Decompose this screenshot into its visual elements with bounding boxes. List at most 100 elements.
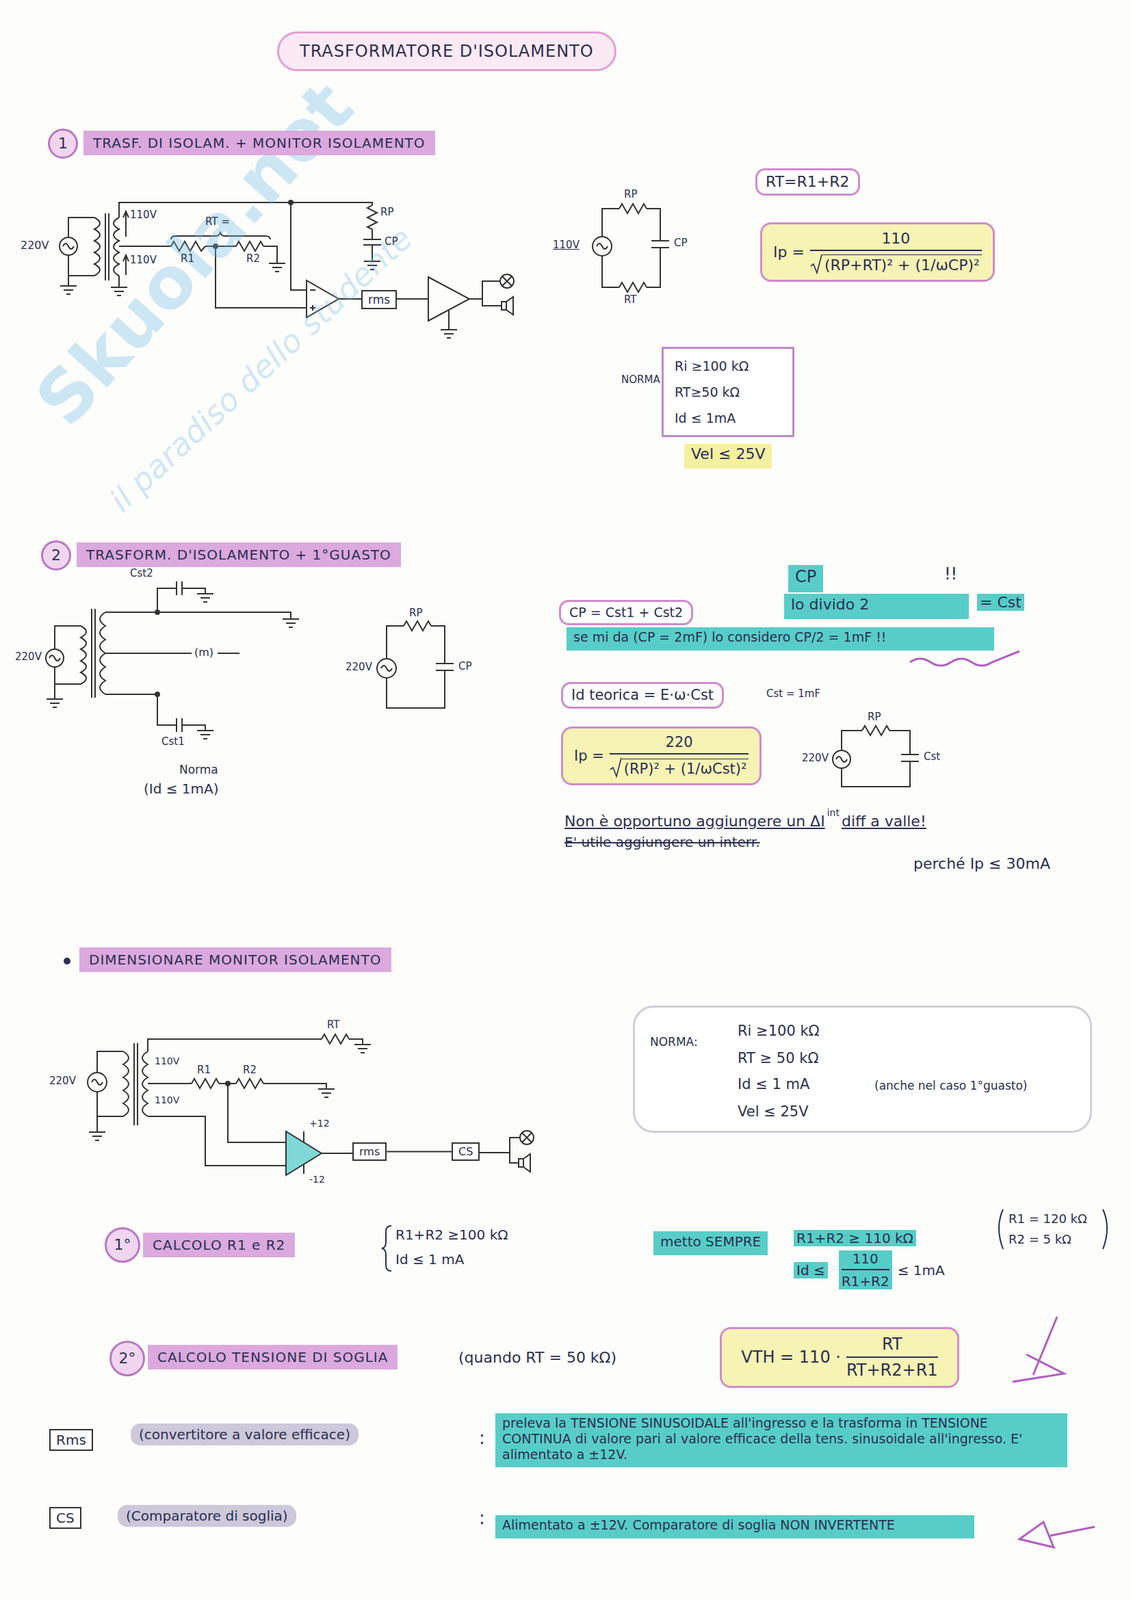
node-text: DIMENSIONARE MONITOR ISOLAMENTO (88, 951, 382, 969)
fraction: 220(RP)² + (1/ωCst)² (609, 734, 750, 778)
circuit-wire (303, 1131, 305, 1175)
equivalent-circuit (386, 626, 404, 659)
node-text: se mi da (CP = 2mF) lo considero CP/2 = … (573, 629, 988, 646)
circuit-wire (134, 1043, 138, 1126)
denominator-text: RT+R2+R1 (846, 1360, 939, 1381)
circuit-wire (62, 243, 74, 250)
circuit-wire (105, 694, 206, 733)
circuit-wire (318, 1089, 335, 1098)
highlight: Alimentato a ±12V. Comparatore di soglia… (495, 1515, 975, 1539)
label: = Cst (977, 593, 1025, 611)
label: R1 = 120 kΩ (1008, 1212, 1088, 1227)
node-text: TRASF. DI ISOLAM. + MONITOR ISOLAMENTO (93, 134, 426, 152)
node-text: (convertitore a valore efficace) (138, 1426, 351, 1443)
label: 110V (130, 254, 157, 267)
node-text: CP = Cst1 + Cst2 (569, 604, 683, 621)
equivalent-circuit (381, 665, 393, 672)
root-sign (810, 253, 823, 275)
section-band: CALCOLO TENSIONE DI SOGLIA (147, 1345, 398, 1370)
label: Norma (179, 763, 219, 778)
formula-box: VTH = 110 ·RTRT+R2+R1 (719, 1327, 960, 1389)
equivalent-circuit (377, 621, 454, 709)
section-band: TRASF. DI ISOLAM. + MONITOR ISOLAMENTO (83, 130, 436, 156)
label: 220V (801, 752, 829, 765)
radicand: (RP)² + (1/ωCst)² (621, 758, 750, 778)
label: CP (384, 236, 399, 248)
formula-text: ≤ 1mA (897, 1262, 945, 1279)
formula-row: Id ≤110R1+R2≤ 1mA (793, 1250, 951, 1290)
equivalent-circuit (836, 756, 848, 763)
bullet-dot (63, 957, 71, 965)
circuit-wire (88, 1132, 106, 1141)
circuit-wire (286, 1131, 322, 1176)
section-band: DIMENSIONARE MONITOR ISOLAMENTO (79, 947, 392, 973)
denominator-text: R1+R2 (841, 1273, 890, 1290)
circuit-wire (268, 263, 286, 272)
equivalent-circuit (841, 730, 863, 751)
label: R1 (197, 1064, 211, 1077)
bullet-dot (63, 957, 71, 965)
formula-text: Id ≤ (793, 1262, 828, 1279)
circuit-wire (123, 211, 129, 237)
norm-text: Id ≤ 1mA (674, 405, 782, 432)
section-number: 1 (47, 128, 78, 159)
label: RP (624, 188, 637, 201)
circuit-wire (91, 608, 96, 698)
node-text: metto SEMPRE (660, 1233, 761, 1251)
circuit-wire (191, 1079, 219, 1089)
circuit-wire (105, 213, 109, 281)
bracket (998, 1209, 1004, 1250)
circuit-wire (367, 205, 377, 230)
node-text: (Comparatore di soglia) (125, 1508, 289, 1525)
numerator: 110 (877, 229, 915, 250)
circuit-wire (96, 1092, 98, 1133)
node-text: Vel ≤ 25V (691, 445, 765, 464)
circuit-wire (91, 1079, 103, 1086)
circuit-wire (123, 1051, 129, 1117)
circuit-wire (68, 275, 95, 277)
label: (Id ≤ 1mA) (143, 781, 219, 798)
highlighter-mark (910, 651, 1020, 666)
circuit-wire (197, 593, 214, 603)
bracket (381, 1226, 392, 1272)
label: Non è opportuno aggiungere un ΔI (564, 812, 826, 830)
highlight: (convertitore a valore efficace) (130, 1423, 359, 1446)
norm-text: (anche nel caso 1°guasto) (874, 1079, 1027, 1093)
circuit-wire (105, 612, 291, 620)
norm-heading: NORMA: (650, 1035, 698, 1049)
circuit-wire (448, 310, 450, 330)
highlight: (Comparatore di soglia) (117, 1505, 297, 1528)
circuit-wire (87, 1072, 107, 1092)
circuit-wire (354, 1044, 371, 1053)
label: int (827, 807, 840, 819)
label: 110V (130, 209, 157, 221)
label: perché Ip ≤ 30mA (913, 855, 1051, 873)
circuit-wire (45, 581, 299, 739)
circuit-wire (321, 1152, 353, 1155)
node-text: CS (56, 1510, 75, 1527)
label: RP (380, 206, 394, 219)
circuit-wire (113, 217, 120, 276)
circuit-wire (506, 296, 514, 315)
label: RP (867, 711, 881, 724)
highlighter-mark (1012, 1317, 1064, 1383)
equivalent-circuit (841, 730, 919, 787)
denominator: R1+R2 (841, 1269, 890, 1290)
formula-text: VTH = 110 · (741, 1347, 841, 1368)
label: R2 (242, 1064, 257, 1077)
node-text: CALCOLO TENSIONE DI SOGLIA (157, 1349, 388, 1366)
label: Cst = 1mF (766, 688, 821, 700)
label: : (478, 1508, 486, 1530)
circuit-wire (500, 274, 514, 289)
label: -12 (309, 1174, 325, 1186)
formula-box: CP = Cst1 + Cst2 (559, 600, 694, 626)
formula-box: RT=R1+R2 (755, 168, 861, 196)
circuit-wire (236, 1079, 264, 1089)
label: R1 (180, 253, 195, 265)
callout-number: 2 (51, 546, 61, 565)
label: diff a valle! (841, 812, 927, 830)
equivalent-circuit (832, 725, 919, 787)
circuit-wire (227, 1083, 286, 1143)
circuit-wire (321, 1034, 349, 1045)
norm-box: NORMA:Ri ≥100 kΩRT ≥ 50 kΩId ≤ 1 mA(anch… (632, 1005, 1092, 1134)
